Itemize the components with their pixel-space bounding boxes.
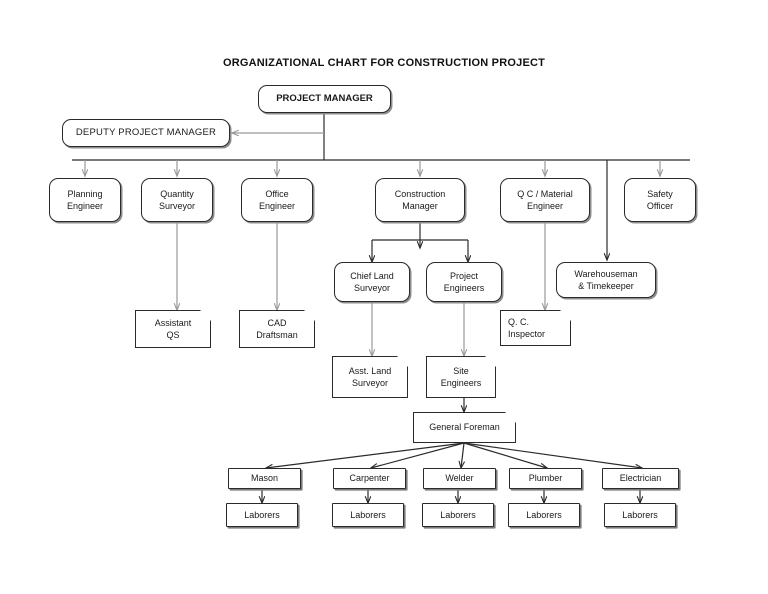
node-carpenter-label: Carpenter [349, 473, 390, 484]
node-qc-material-engineer[interactable]: Q C / Material Engineer [500, 178, 590, 222]
node-laborers-electrician-label: Laborers [622, 509, 658, 520]
node-electrician-label: Electrician [619, 473, 662, 484]
node-assistant-qs-label: Assistant QS [154, 317, 192, 340]
node-general-foreman-label: General Foreman [429, 422, 500, 433]
node-assistant-qs[interactable]: Assistant QS [135, 310, 211, 348]
node-laborers-electrician[interactable]: Laborers [604, 503, 676, 527]
node-laborers-welder-label: Laborers [440, 509, 476, 520]
node-chief-land-surveyor[interactable]: Chief Land Surveyor [334, 262, 410, 302]
node-plumber-label: Plumber [528, 473, 563, 484]
node-assistant-qs-shape [135, 310, 211, 348]
node-asst-land-surveyor[interactable]: Asst. Land Surveyor [332, 356, 408, 398]
node-chief-land-surveyor-label: Chief Land Surveyor [350, 270, 394, 293]
node-qc-inspector[interactable]: Q. C. Inspector [500, 310, 571, 346]
node-safety-officer-label: Safety Officer [646, 188, 674, 211]
node-electrician[interactable]: Electrician [602, 468, 679, 489]
node-laborers-carpenter-label: Laborers [350, 509, 386, 520]
page-title: ORGANIZATIONAL CHART FOR CONSTRUCTION PR… [222, 57, 546, 69]
node-project-engineers-label: Project Engineers [443, 270, 485, 293]
node-deputy-project-manager-label: DEPUTY PROJECT MANAGER [75, 126, 217, 138]
node-site-engineers[interactable]: Site Engineers [426, 356, 496, 398]
node-general-foreman[interactable]: General Foreman [413, 412, 516, 443]
node-construction-manager[interactable]: Construction Manager [375, 178, 465, 222]
node-project-manager[interactable]: PROJECT MANAGER [258, 85, 391, 113]
node-quantity-surveyor[interactable]: Quantity Surveyor [141, 178, 213, 222]
node-cad-draftsman-label: CAD Draftsman [256, 317, 298, 340]
node-carpenter[interactable]: Carpenter [333, 468, 406, 489]
node-qc-inspector-label: Q. C. Inspector [508, 316, 546, 339]
node-laborers-plumber-label: Laborers [526, 509, 562, 520]
node-office-engineer-label: Office Engineer [258, 188, 296, 211]
node-welder[interactable]: Welder [423, 468, 496, 489]
node-planning-engineer[interactable]: Planning Engineer [49, 178, 121, 222]
node-laborers-mason-label: Laborers [244, 509, 280, 520]
node-cad-draftsman[interactable]: CAD Draftsman [239, 310, 315, 348]
node-warehouseman-timekeeper[interactable]: Warehouseman & Timekeeper [556, 262, 656, 298]
node-construction-manager-label: Construction Manager [394, 188, 446, 211]
node-plumber[interactable]: Plumber [509, 468, 582, 489]
node-site-engineers-label: Site Engineers [440, 365, 482, 388]
node-laborers-plumber[interactable]: Laborers [508, 503, 580, 527]
node-asst-land-surveyor-shape [332, 356, 408, 398]
node-project-engineers[interactable]: Project Engineers [426, 262, 502, 302]
node-laborers-welder[interactable]: Laborers [422, 503, 494, 527]
node-mason[interactable]: Mason [228, 468, 301, 489]
node-safety-officer[interactable]: Safety Officer [624, 178, 696, 222]
node-cad-draftsman-shape [239, 310, 315, 348]
node-quantity-surveyor-label: Quantity Surveyor [158, 188, 195, 211]
node-laborers-mason[interactable]: Laborers [226, 503, 298, 527]
node-qc-inspector-shape [500, 310, 571, 346]
node-mason-label: Mason [250, 473, 278, 484]
node-qc-material-engineer-label: Q C / Material Engineer [517, 188, 573, 211]
node-project-manager-label: PROJECT MANAGER [276, 92, 373, 104]
node-welder-label: Welder [445, 473, 474, 484]
node-deputy-project-manager[interactable]: DEPUTY PROJECT MANAGER [62, 119, 230, 147]
node-office-engineer[interactable]: Office Engineer [241, 178, 313, 222]
node-warehouseman-timekeeper-label: Warehouseman & Timekeeper [574, 268, 638, 291]
node-planning-engineer-label: Planning Engineer [66, 188, 104, 211]
node-asst-land-surveyor-label: Asst. Land Surveyor [348, 365, 392, 388]
node-laborers-carpenter[interactable]: Laborers [332, 503, 404, 527]
